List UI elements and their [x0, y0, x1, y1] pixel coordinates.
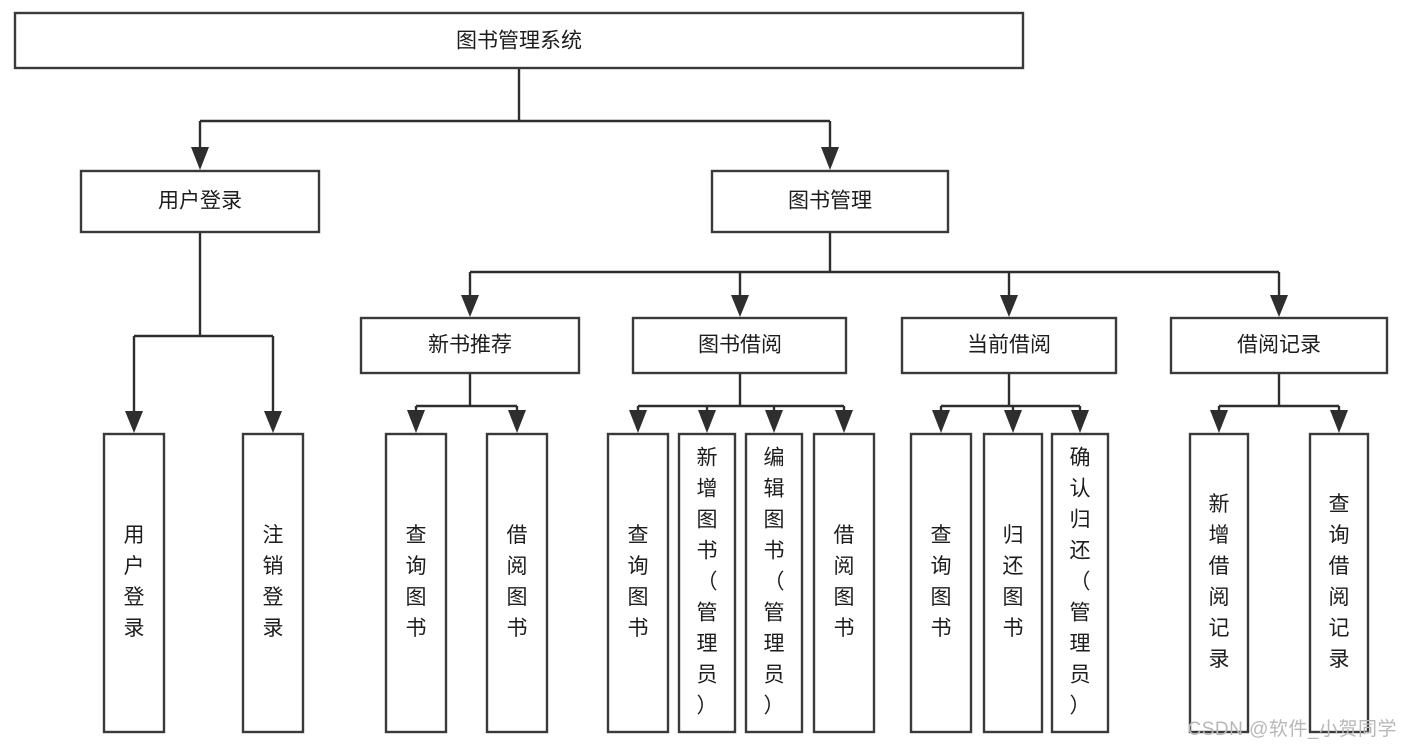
arrow-to-newbook-leaf-1	[407, 410, 425, 433]
node-book-borrow[interactable]: 图书借阅	[631, 316, 848, 375]
node-root-label: 图书管理系统	[456, 30, 582, 53]
node-borrow-record-label: 借阅记录	[1237, 334, 1321, 357]
node-root-box[interactable]	[13, 11, 1025, 70]
leaf-query-book-current-box[interactable]	[909, 432, 973, 734]
leaf-user-login-label: 用户登录	[124, 524, 145, 640]
node-user-login-box[interactable]	[79, 169, 321, 234]
node-book-management[interactable]: 图书管理	[710, 169, 950, 234]
leaf-return-book[interactable]: 归还图书	[982, 432, 1044, 734]
node-new-book-recommend-box[interactable]	[359, 316, 581, 375]
arrow-to-leaf-user-login	[125, 411, 143, 433]
arrow-to-record-leaf-1	[1210, 410, 1228, 433]
leaf-query-book-newbook[interactable]: 查询图书	[384, 432, 448, 734]
arrow-to-current-leaf-3	[1071, 410, 1089, 433]
arrow-to-borrow-leaf-2	[698, 410, 716, 433]
leaf-edit-book-admin[interactable]: 编辑图书（管理员）	[744, 432, 804, 734]
leaf-query-book-borrow-label: 查询图书	[628, 524, 649, 640]
leaf-query-book-borrow-box[interactable]	[606, 432, 670, 734]
leaf-logout[interactable]: 注销登录	[241, 432, 305, 734]
arrow-to-leaf-logout	[264, 411, 282, 433]
leaf-logout-box[interactable]	[241, 432, 305, 734]
leaf-borrow-book-newbook[interactable]: 借阅图书	[485, 432, 549, 734]
arrow-to-current-leaf-2	[1004, 410, 1022, 433]
leaf-query-borrow-record[interactable]: 查询借阅记录	[1308, 432, 1370, 734]
leaf-confirm-return-admin[interactable]: 确认归还（管理员）	[1050, 432, 1110, 734]
arrow-to-borrow-leaf-3	[765, 410, 783, 433]
node-new-book-recommend[interactable]: 新书推荐	[359, 316, 581, 375]
node-current-borrow-box[interactable]	[900, 316, 1118, 375]
arrow-to-book-mgmt	[821, 147, 839, 170]
arrow-to-user-login	[191, 147, 209, 170]
arrow-to-current-leaf-1	[932, 410, 950, 433]
arrow-to-book-borrow	[731, 295, 749, 317]
node-book-management-box[interactable]	[710, 169, 950, 234]
arrow-to-borrow-leaf-1	[629, 410, 647, 433]
leaf-query-book-borrow[interactable]: 查询图书	[606, 432, 670, 734]
leaf-confirm-return-admin-label: 确认归还（管理员）	[1070, 447, 1091, 718]
connector-layer	[125, 68, 1348, 433]
arrow-to-new-book-rec	[461, 295, 479, 317]
leaf-query-book-current-label: 查询图书	[931, 524, 952, 640]
leaf-query-borrow-record-label: 查询借阅记录	[1329, 493, 1350, 671]
node-current-borrow-label: 当前借阅	[967, 334, 1051, 357]
leaf-query-book-newbook-label: 查询图书	[406, 524, 427, 640]
watermark-text: CSDN @软件_小贺同学	[1187, 719, 1397, 740]
node-new-book-recommend-label: 新书推荐	[428, 334, 512, 357]
node-root[interactable]: 图书管理系统	[13, 11, 1025, 70]
leaf-query-book-current[interactable]: 查询图书	[909, 432, 973, 734]
leaf-add-borrow-record[interactable]: 新增借阅记录	[1188, 432, 1250, 734]
leaf-borrow-book-box[interactable]	[812, 432, 876, 734]
leaf-query-book-newbook-box[interactable]	[384, 432, 448, 734]
node-book-management-label: 图书管理	[788, 190, 872, 213]
node-user-login-label: 用户登录	[158, 190, 242, 213]
node-user-login[interactable]: 用户登录	[79, 169, 321, 234]
arrow-to-borrow-leaf-4	[835, 410, 853, 433]
arrow-to-record-leaf-2	[1330, 410, 1348, 433]
node-book-borrow-box[interactable]	[631, 316, 848, 375]
leaf-query-borrow-record-box[interactable]	[1308, 432, 1370, 734]
leaf-borrow-book-label: 借阅图书	[834, 524, 855, 640]
leaf-return-book-label: 归还图书	[1003, 524, 1024, 640]
node-current-borrow[interactable]: 当前借阅	[900, 316, 1118, 375]
leaf-add-borrow-record-label: 新增借阅记录	[1209, 493, 1230, 671]
leaf-return-book-box[interactable]	[982, 432, 1044, 734]
leaf-logout-label: 注销登录	[263, 524, 284, 640]
leaf-borrow-book[interactable]: 借阅图书	[812, 432, 876, 734]
leaf-borrow-book-newbook-label: 借阅图书	[507, 524, 528, 640]
leaf-confirm-return-admin-box[interactable]	[1050, 432, 1110, 734]
leaf-add-borrow-record-box[interactable]	[1188, 432, 1250, 734]
leaf-user-login-box[interactable]	[102, 432, 166, 734]
leaf-add-book-admin-box[interactable]	[677, 432, 737, 734]
leaf-edit-book-admin-box[interactable]	[744, 432, 804, 734]
arrow-to-borrow-record	[1270, 295, 1288, 317]
leaf-edit-book-admin-label: 编辑图书（管理员）	[764, 447, 785, 718]
leaf-add-book-admin-label: 新增图书（管理员）	[697, 447, 718, 718]
node-book-borrow-label: 图书借阅	[698, 334, 782, 357]
node-borrow-record-box[interactable]	[1169, 316, 1389, 375]
leaf-add-book-admin[interactable]: 新增图书（管理员）	[677, 432, 737, 734]
leaf-user-login[interactable]: 用户登录	[102, 432, 166, 734]
node-borrow-record[interactable]: 借阅记录	[1169, 316, 1389, 375]
arrow-to-current-borrow	[1000, 295, 1018, 317]
arrow-to-newbook-leaf-2	[508, 410, 526, 433]
leaf-borrow-book-newbook-box[interactable]	[485, 432, 549, 734]
